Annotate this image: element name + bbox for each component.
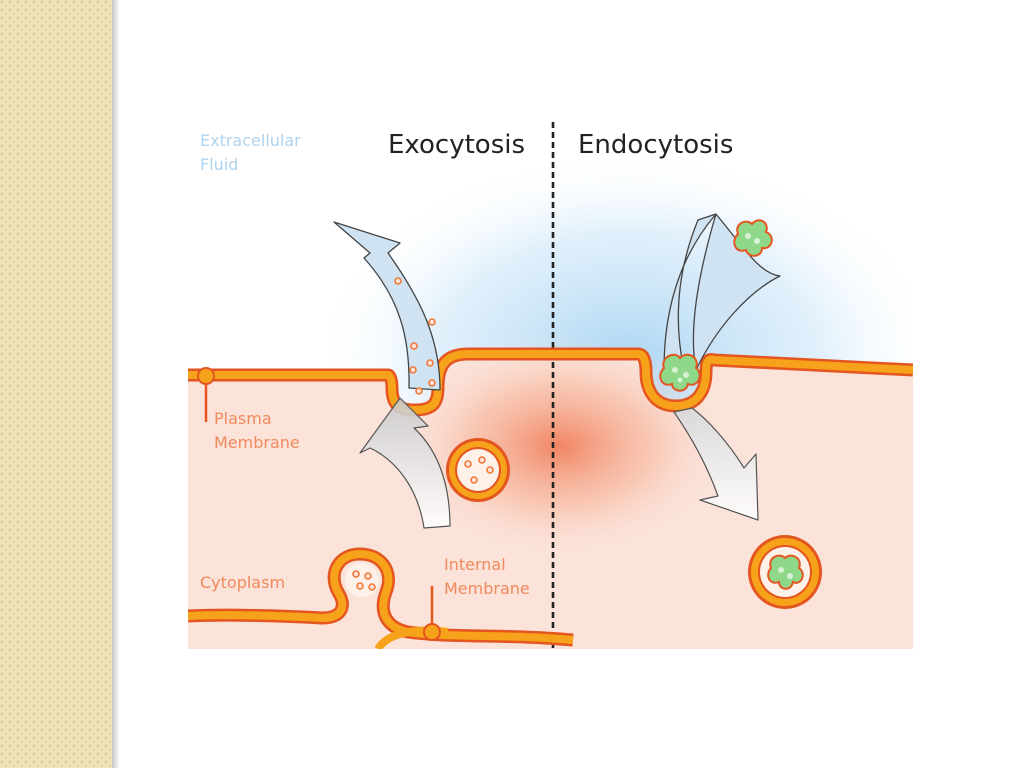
endocytosis-cargo-in-pocket	[659, 353, 701, 392]
internal-membrane-label-line2: Membrane	[444, 579, 530, 598]
endocytosis-arrow-in	[663, 213, 781, 371]
endocytosis-cargo-outside	[733, 219, 773, 257]
internal-membrane-pointer	[423, 586, 441, 641]
endocytosis-vesicle-transport-arrow	[673, 407, 759, 521]
exocytosis-cargo-particles	[394, 277, 436, 395]
plasma-membrane-pointer	[197, 367, 215, 422]
endo-exocytosis-diagram: Exocytosis Endocytosis Extracellular Flu…	[188, 108, 913, 649]
internal-membrane-label-line1: Internal	[444, 555, 506, 574]
endocytosis-title: Endocytosis	[578, 130, 734, 160]
cytoplasm-label: Cytoplasm	[200, 573, 286, 592]
endocytosis-vesicle	[748, 535, 822, 609]
decorative-side-band	[0, 0, 112, 768]
exocytosis-vesicle	[446, 438, 510, 502]
extracellular-fluid-label-line1: Extracellular	[200, 131, 301, 150]
exocytosis-vesicle-transport-arrow	[359, 397, 451, 529]
exocytosis-title: Exocytosis	[388, 130, 526, 160]
side-band-shadow	[112, 0, 120, 768]
plasma-membrane-label-line2: Membrane	[214, 433, 300, 452]
extracellular-fluid-label-line2: Fluid	[200, 155, 239, 174]
plasma-membrane-label-line1: Plasma	[214, 409, 272, 428]
